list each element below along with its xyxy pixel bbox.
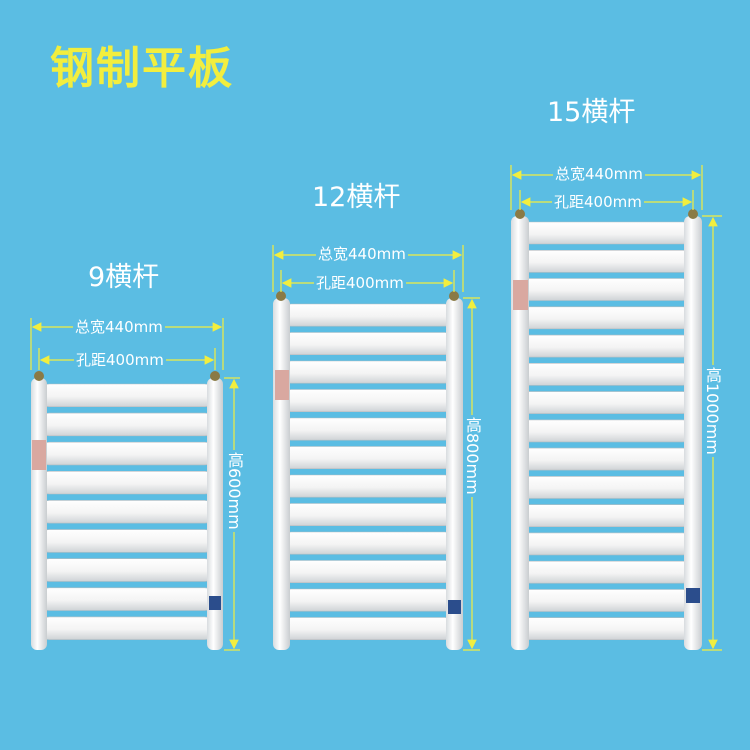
left-post bbox=[511, 216, 529, 650]
horizontal-bar bbox=[517, 560, 695, 584]
horizontal-bar bbox=[37, 500, 217, 524]
right-post bbox=[684, 216, 702, 650]
horizontal-bar bbox=[517, 617, 695, 641]
radiator-12-bars-rails bbox=[279, 303, 457, 641]
brand-badge bbox=[686, 588, 700, 603]
height-label: 高600mm bbox=[225, 450, 244, 532]
horizontal-bar bbox=[279, 474, 457, 498]
horizontal-bar bbox=[37, 529, 217, 553]
horizontal-bar bbox=[37, 412, 217, 437]
valve-cap bbox=[449, 291, 459, 301]
right-post bbox=[207, 378, 223, 650]
valve-cap bbox=[276, 291, 286, 301]
hole-distance-label: 孔距400mm bbox=[314, 274, 406, 292]
horizontal-bar bbox=[517, 362, 695, 386]
horizontal-bar bbox=[517, 306, 695, 330]
horizontal-bar bbox=[517, 532, 695, 556]
horizontal-bar bbox=[517, 221, 695, 245]
valve-cap bbox=[515, 209, 525, 219]
horizontal-bar bbox=[279, 503, 457, 527]
horizontal-bar bbox=[517, 419, 695, 443]
horizontal-bar bbox=[517, 250, 695, 273]
right-post bbox=[446, 298, 463, 650]
horizontal-bar bbox=[517, 278, 695, 301]
horizontal-bar bbox=[517, 391, 695, 414]
horizontal-bar bbox=[517, 504, 695, 528]
horizontal-bar bbox=[279, 389, 457, 413]
horizontal-bar bbox=[517, 334, 695, 358]
hole-distance-label: 孔距400mm bbox=[552, 193, 644, 211]
brand-badge bbox=[448, 600, 461, 614]
product-sticker bbox=[32, 440, 46, 470]
model-label-9-bars: 9横杆 bbox=[88, 262, 160, 293]
horizontal-bar bbox=[279, 360, 457, 384]
horizontal-bar bbox=[37, 616, 217, 640]
radiator-15-bars bbox=[511, 209, 702, 650]
product-sticker bbox=[275, 370, 289, 400]
horizontal-bar bbox=[279, 588, 457, 612]
product-sticker bbox=[513, 280, 528, 310]
valve-cap bbox=[34, 371, 44, 381]
valve-cap bbox=[210, 371, 220, 381]
horizontal-bar bbox=[37, 587, 217, 611]
horizontal-bar bbox=[279, 303, 457, 327]
left-post bbox=[31, 378, 47, 650]
horizontal-bar bbox=[279, 332, 457, 356]
horizontal-bar bbox=[517, 447, 695, 471]
radiator-9-bars bbox=[31, 371, 223, 650]
brand-badge bbox=[209, 596, 221, 610]
horizontal-bar bbox=[517, 589, 695, 612]
model-label-12-bars: 12横杆 bbox=[312, 182, 401, 213]
horizontal-bar bbox=[279, 560, 457, 584]
total-width-label: 总宽440mm bbox=[316, 245, 408, 263]
hole-distance-label: 孔距400mm bbox=[74, 351, 166, 369]
height-label: 高1000mm bbox=[703, 365, 722, 457]
horizontal-bar bbox=[517, 476, 695, 499]
radiator-15-bars-rails bbox=[517, 221, 695, 641]
horizontal-bar bbox=[279, 417, 457, 441]
horizontal-bar bbox=[37, 558, 217, 582]
model-label-15-bars: 15横杆 bbox=[547, 97, 636, 128]
horizontal-bar bbox=[279, 531, 457, 555]
height-label: 高800mm bbox=[463, 415, 482, 497]
total-width-label: 总宽440mm bbox=[73, 318, 165, 336]
horizontal-bar bbox=[37, 441, 217, 466]
horizontal-bar bbox=[37, 383, 217, 408]
radiator-9-bars-rails bbox=[37, 383, 217, 640]
horizontal-bar bbox=[37, 470, 217, 495]
horizontal-bar bbox=[279, 617, 457, 641]
horizontal-bar bbox=[279, 446, 457, 470]
total-width-label: 总宽440mm bbox=[553, 165, 645, 183]
radiator-12-bars bbox=[273, 291, 463, 650]
valve-cap bbox=[688, 209, 698, 219]
page-title: 钢制平板 bbox=[50, 43, 234, 94]
left-post bbox=[273, 298, 290, 650]
